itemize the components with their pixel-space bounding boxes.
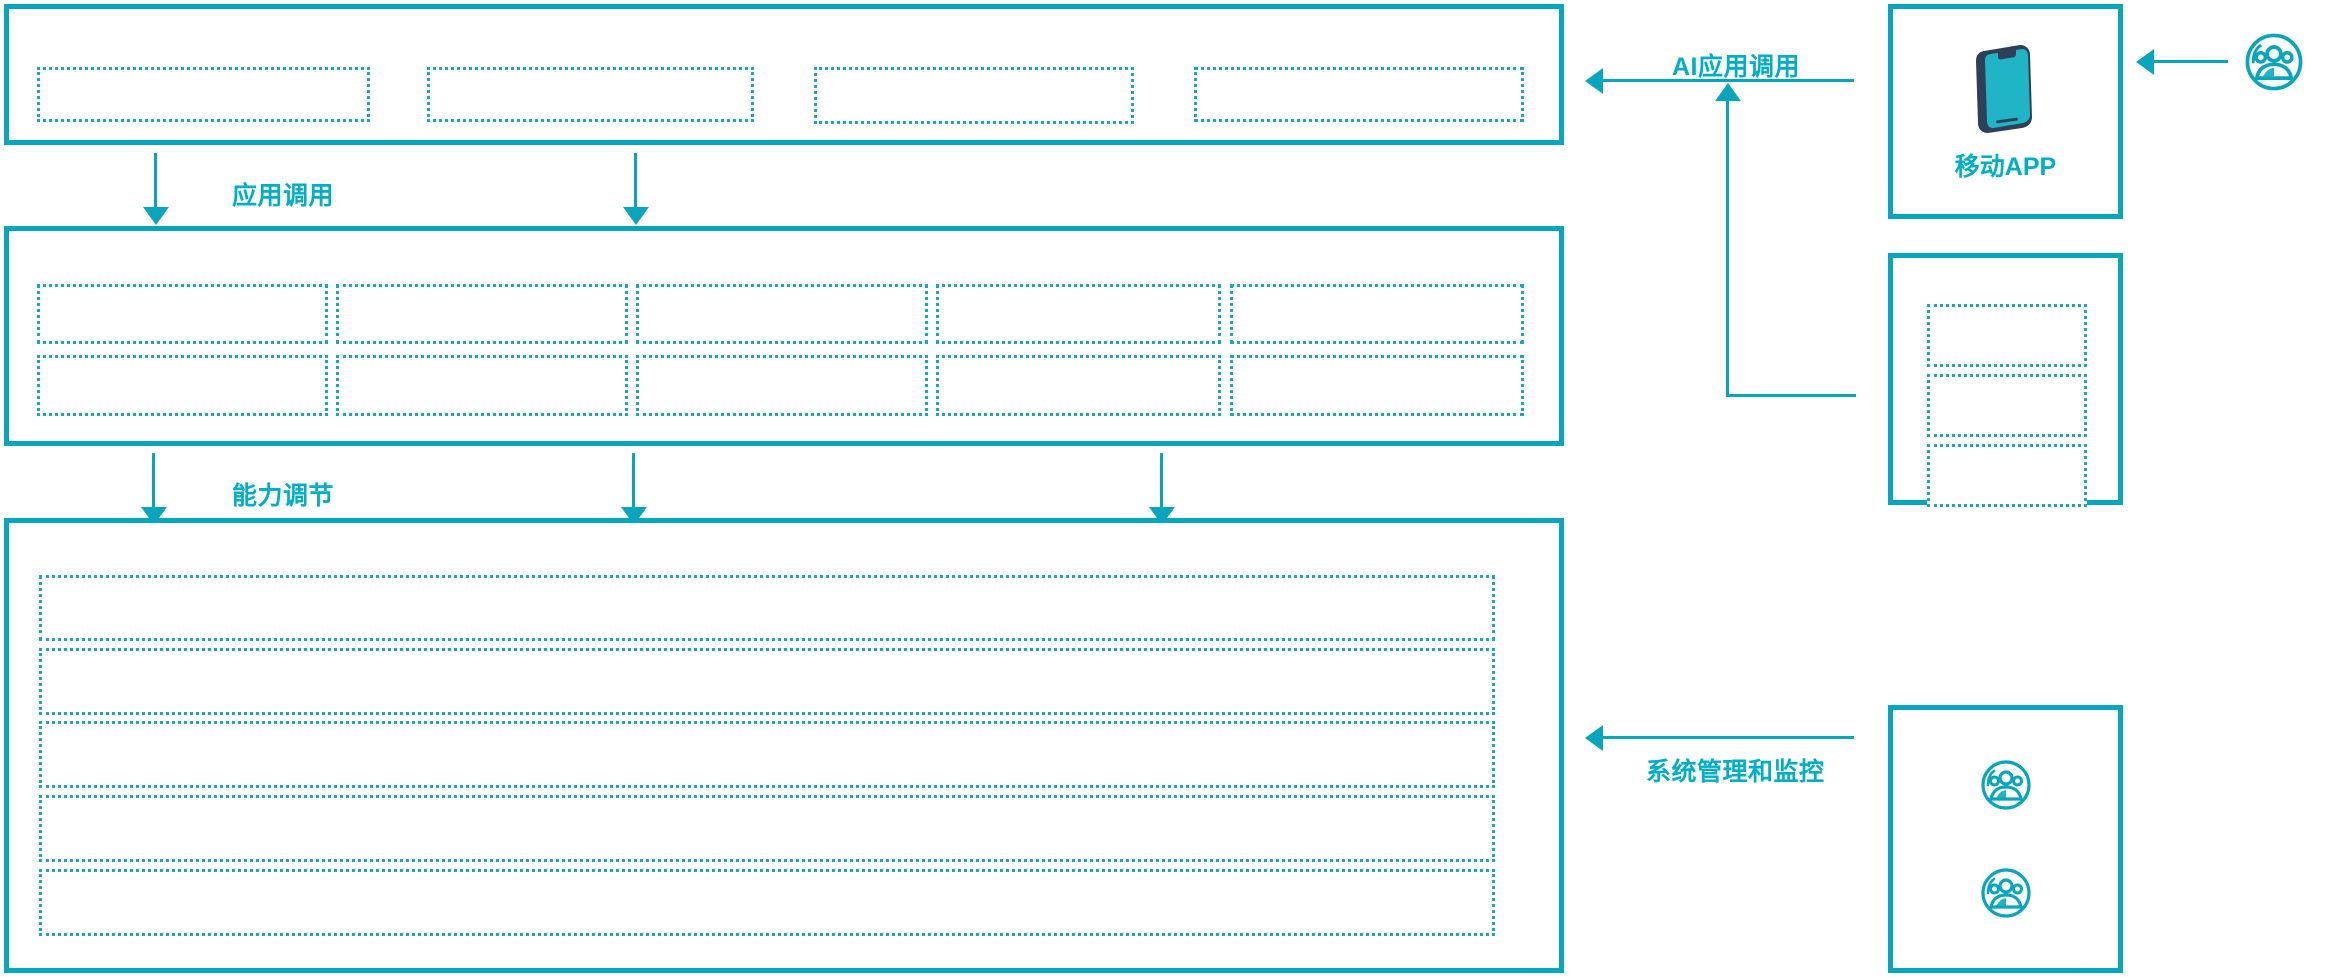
plat-row-2[interactable] (39, 648, 1495, 715)
plat-row-5[interactable] (39, 869, 1495, 936)
svc-box-2[interactable] (1927, 374, 2087, 437)
app-call-label: 应用调用 (232, 182, 335, 210)
mobile-app-label: 移动APP (1954, 152, 2057, 181)
plat-row-4[interactable] (39, 795, 1495, 862)
mobile-app-card[interactable]: 移动APP (1888, 4, 2123, 219)
plat-row-3[interactable] (39, 721, 1495, 788)
system-admin-arrow (1602, 736, 1854, 739)
end-user-to-app-arrow (2153, 60, 2228, 63)
mobile-phone-icon (1970, 41, 2042, 133)
admin-card (1888, 705, 2123, 973)
app-box-1[interactable] (37, 67, 370, 122)
platform-layer-panel (4, 518, 1564, 973)
user-group-icon-admin-2[interactable] (1980, 867, 2032, 919)
application-layer-panel (4, 4, 1564, 145)
ai-app-call-arrow (1602, 79, 1854, 82)
system-admin-label: 系统管理和监控 (1646, 758, 1825, 786)
app-call-arrow-2 (634, 153, 637, 208)
cap-box-2-bottom[interactable] (336, 355, 628, 416)
service-feed-line (1726, 394, 1856, 397)
plat-row-1[interactable] (39, 575, 1495, 641)
capability-layer-panel (4, 226, 1564, 446)
capability-adjust-arrow-3 (1160, 453, 1163, 508)
cap-box-3-bottom[interactable] (636, 355, 928, 416)
cap-box-1-top[interactable] (37, 284, 328, 344)
cap-box-4-top[interactable] (936, 284, 1221, 344)
service-card (1888, 253, 2123, 507)
app-call-arrow-1 (154, 153, 157, 208)
user-group-icon-admin-1[interactable] (1980, 759, 2032, 811)
svc-box-3[interactable] (1927, 444, 2087, 507)
cap-box-3-top[interactable] (636, 284, 928, 344)
ai-app-call-label: AI应用调用 (1672, 53, 1801, 81)
cap-box-2-top[interactable] (336, 284, 628, 344)
service-feed-arrow (1726, 100, 1729, 396)
app-box-2[interactable] (427, 67, 754, 122)
capability-adjust-label: 能力调节 (232, 482, 335, 510)
capability-adjust-arrow-1 (152, 453, 155, 508)
cap-box-4-bottom[interactable] (936, 355, 1221, 416)
cap-box-5-bottom[interactable] (1230, 355, 1524, 416)
user-group-icon-end-user[interactable] (2244, 32, 2304, 92)
app-box-3[interactable] (814, 67, 1134, 124)
cap-box-5-top[interactable] (1230, 284, 1524, 344)
capability-adjust-arrow-2 (632, 453, 635, 508)
app-box-4[interactable] (1194, 67, 1524, 122)
svc-box-1[interactable] (1927, 304, 2087, 367)
cap-box-1-bottom[interactable] (37, 355, 328, 416)
